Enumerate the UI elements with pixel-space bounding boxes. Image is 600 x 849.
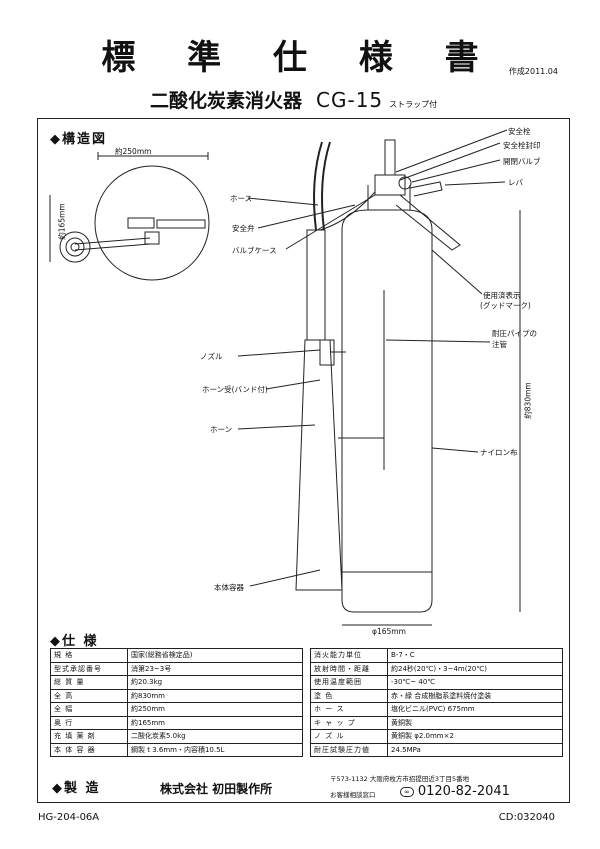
product-name: 二酸化炭素消火器 xyxy=(150,90,303,112)
horn-tube xyxy=(306,229,326,341)
structure-section-heading: ◆構造図 xyxy=(50,132,107,147)
table-row: ホ ー ス塩化ビニル(PVC) 675mm xyxy=(310,702,563,717)
label-body-container: 本体容器 xyxy=(214,583,244,592)
table-row: 塗 色赤・緑 合成樹脂系塗料焼付塗装 xyxy=(310,688,563,703)
document-title: 標 準 仕 様 書 xyxy=(101,38,499,78)
table-row: 奥 行約165mm xyxy=(50,715,303,730)
lever-top xyxy=(409,181,443,197)
label-use-mark-sub: (グッドマーク) xyxy=(480,301,531,310)
horn-body xyxy=(295,339,343,591)
label-siphon: 耐圧パイプの xyxy=(492,329,537,338)
label-siphon-sub: 注管 xyxy=(492,340,507,349)
body-container-outline xyxy=(341,209,433,613)
company-name: 株式会社 初田製作所 xyxy=(160,782,273,796)
dim-top-depth: 約165mm xyxy=(57,203,67,240)
table-row: 全 高約830mm xyxy=(50,688,303,703)
option-note: ストラップ付 xyxy=(389,100,438,109)
company-address: 〒573-1132 大阪府枚方市招提田近3丁目5番地 xyxy=(330,775,470,783)
table-row: 放射時間・距離約24秒(20℃)・3~4m(20℃) xyxy=(310,661,563,676)
label-use-mark: 使用済表示 xyxy=(483,291,521,300)
document-number: HG-204-06A xyxy=(38,812,100,823)
label-safety-pin: 安全栓 xyxy=(508,127,531,136)
table-row: キ ャ ッ プ黄銅製 xyxy=(310,715,563,730)
label-horn: ホーン xyxy=(210,425,233,434)
dim-diameter: φ165mm xyxy=(372,627,406,636)
lever-bottom xyxy=(395,194,461,251)
dim-top-width: 約250mm xyxy=(115,147,152,156)
phone-number-wrap: ∞0120-82-2041 xyxy=(400,784,510,799)
spec-table-left: 規 格国家(総務省検定品) 型式承認番号消第23~3号 総 質 量約20.3kg… xyxy=(50,648,303,757)
label-valve-case: バルブケース xyxy=(232,246,277,255)
label-safety-seal: 安全栓封印 xyxy=(503,141,541,150)
top-view-valve xyxy=(127,217,155,229)
table-row: 充 填 薬 剤二酸化炭素5.0kg xyxy=(50,729,303,744)
label-valve: 開閉バルブ xyxy=(503,157,541,166)
customer-desk: お客様相談窓口 xyxy=(330,791,376,799)
table-row: 総 質 量約20.3kg xyxy=(50,675,303,690)
label-horn-holder: ホーン受(バンド付) xyxy=(202,385,268,394)
spec-section-heading: ◆仕 様 xyxy=(50,634,99,649)
document-frame xyxy=(37,118,570,803)
top-view-horn-ring xyxy=(59,231,91,263)
table-row: 使用温度範囲-30℃~ 40℃ xyxy=(310,675,563,690)
table-row: 本 体 容 器鋼製 t 3.6mm・内容積10.5L xyxy=(50,742,303,757)
free-dial-icon: ∞ xyxy=(400,786,414,797)
table-row: 型式承認番号消第23~3号 xyxy=(50,661,303,676)
table-row: 全 幅約250mm xyxy=(50,702,303,717)
label-hose: ホース xyxy=(230,194,253,203)
creation-date: 作成2011.04 xyxy=(508,67,558,76)
dim-height: 約830mm xyxy=(523,382,533,419)
document-code: CD:032040 xyxy=(498,812,555,823)
table-row: 規 格国家(総務省検定品) xyxy=(50,648,303,663)
label-safety-valve: 安全弁 xyxy=(232,224,255,233)
top-view-circle xyxy=(94,165,210,281)
label-nylon-cover: ナイロン布 xyxy=(480,448,518,457)
maker-section-heading: ◆製 造 xyxy=(52,781,101,796)
table-row: ノ ズ ル黄銅製 φ2.0mm×2 xyxy=(310,729,563,744)
model-number: CG-15 xyxy=(316,88,384,112)
label-lever: レバ xyxy=(508,178,523,187)
label-nozzle: ノズル xyxy=(200,352,223,361)
product-title: 二酸化炭素消火器 CG-15 ストラップ付 xyxy=(150,86,437,113)
phone-number: 0120-82-2041 xyxy=(417,784,510,799)
